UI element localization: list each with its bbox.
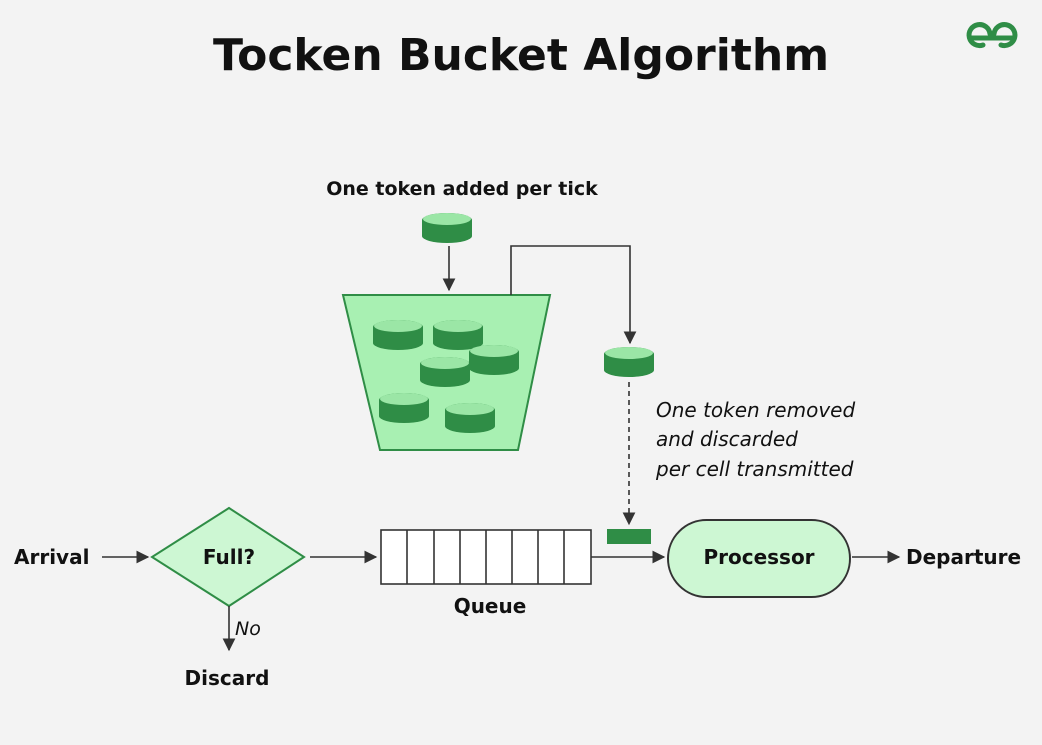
bucket-token-icon xyxy=(433,320,483,350)
bucket-token-icon xyxy=(445,403,495,433)
token-out-arrow xyxy=(510,245,637,345)
full-label: Full? xyxy=(203,545,255,569)
queue-label: Queue xyxy=(454,594,527,618)
arrival-label: Arrival xyxy=(14,545,89,569)
incoming-token-icon xyxy=(422,213,472,243)
token-removed-label-line2: and discarded xyxy=(656,427,798,451)
discard-label: Discard xyxy=(185,666,270,690)
bucket-token-icon xyxy=(420,357,470,387)
processor-label: Processor xyxy=(703,545,814,569)
departure-label: Departure xyxy=(906,545,1021,569)
token-removed-label-line3: per cell transmitted xyxy=(655,457,854,481)
no-label: No xyxy=(235,618,261,640)
token-removed-label-line1: One token removed xyxy=(656,398,855,422)
bucket-token-icon xyxy=(379,393,429,423)
gfg-logo-icon xyxy=(966,22,1018,49)
bucket-token-icon xyxy=(469,345,519,375)
bucket-token-icon xyxy=(373,320,423,350)
cell-token xyxy=(607,529,651,544)
page-title: Tocken Bucket Algorithm xyxy=(213,30,829,81)
token-added-label: One token added per tick xyxy=(326,178,598,200)
queue xyxy=(380,529,592,585)
removed-token-icon xyxy=(604,347,654,377)
processor-node xyxy=(667,519,851,598)
